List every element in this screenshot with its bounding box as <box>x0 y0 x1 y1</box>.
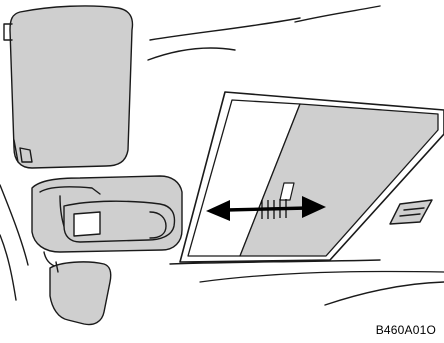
figure-code: B460A01O <box>376 323 436 337</box>
sun-visor-icon <box>4 6 132 168</box>
rearview-mirror-icon <box>32 176 182 325</box>
dome-light-icon <box>390 200 432 224</box>
